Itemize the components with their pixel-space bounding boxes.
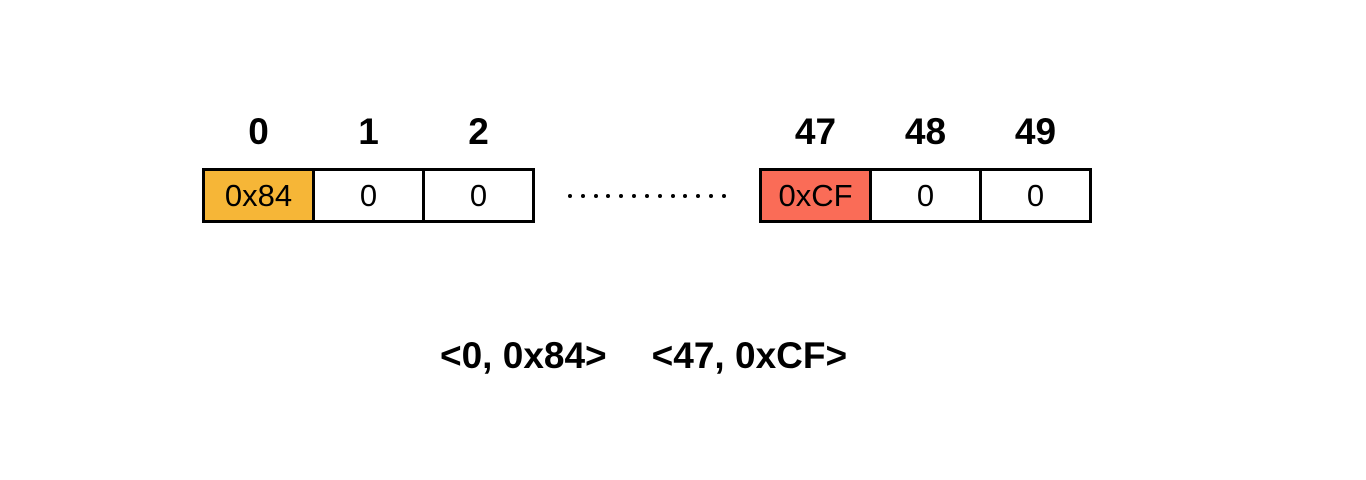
- dot: [606, 194, 611, 198]
- index-label-1: 1: [358, 111, 379, 152]
- dot: [568, 194, 572, 198]
- array-cell-48: 0: [869, 168, 982, 223]
- pair-0: <0, 0x84>: [440, 335, 607, 376]
- dot: [619, 194, 624, 198]
- index-label-47: 47: [794, 111, 837, 152]
- index-label-48: 48: [904, 111, 947, 152]
- index-labels-row: 0 1 2: [202, 112, 535, 152]
- array-block-start: 0 1 2 0x84 0 0: [202, 112, 535, 223]
- array-cell-47: 0xCF: [759, 168, 872, 223]
- dot: [709, 194, 714, 198]
- cells-row: 0xCF 0 0: [759, 168, 1092, 223]
- dot: [644, 194, 649, 198]
- index-labels-row: 47 48 49: [759, 112, 1092, 152]
- array-cell-0: 0x84: [202, 168, 315, 223]
- dot: [593, 194, 598, 198]
- index-label-49: 49: [1014, 111, 1057, 152]
- array-cell-1: 0: [312, 168, 425, 223]
- pair-47: <47, 0xCF>: [651, 335, 848, 376]
- dot: [696, 194, 701, 198]
- dot: [683, 194, 688, 198]
- cells-row: 0x84 0 0: [202, 168, 535, 223]
- dot: [670, 194, 675, 198]
- array-cell-49: 0: [979, 168, 1092, 223]
- index-label-2: 2: [468, 111, 489, 152]
- dot: [580, 194, 585, 198]
- pairs-caption: <0, 0x84> <47, 0xCF>: [440, 335, 848, 377]
- dot: [632, 194, 637, 198]
- dot: [721, 194, 726, 198]
- array-cell-2: 0: [422, 168, 535, 223]
- array-block-end: 47 48 49 0xCF 0 0: [759, 112, 1092, 223]
- ellipsis-dots: [568, 190, 726, 202]
- index-label-0: 0: [248, 111, 269, 152]
- dot: [657, 194, 662, 198]
